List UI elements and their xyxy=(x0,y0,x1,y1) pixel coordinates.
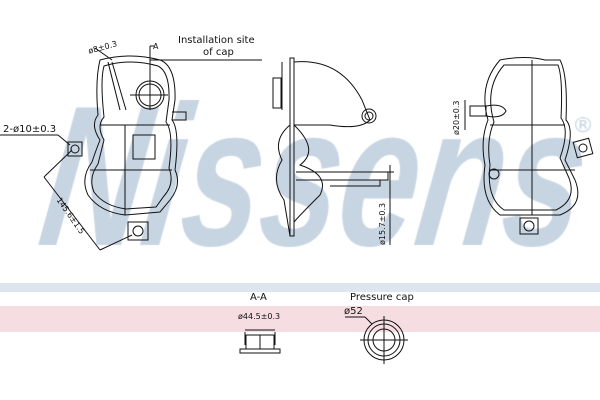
section-mark-label: A xyxy=(153,42,159,51)
side-view-tank xyxy=(272,57,394,245)
rear-view-tank xyxy=(464,57,594,235)
inlet-diameter-label: ø20±0.3 xyxy=(452,100,461,136)
mount-holes-label: 2-ø10±0.3 xyxy=(3,124,57,135)
outlet-diameter-label: ø15.7±0.3 xyxy=(378,202,387,245)
front-view-tank xyxy=(0,45,262,251)
section-title: A-A xyxy=(250,292,267,303)
cap-callout-line2: of cap xyxy=(203,47,234,58)
pressure-cap-diameter-label: ø52 xyxy=(344,306,363,317)
pressure-cap-title: Pressure cap xyxy=(350,292,414,303)
section-aa-drawing xyxy=(239,329,281,354)
pressure-cap-drawing xyxy=(345,316,408,364)
section-diameter-label: ø44.5±0.3 xyxy=(238,312,281,321)
cap-callout-line1: Installation site xyxy=(178,35,255,46)
